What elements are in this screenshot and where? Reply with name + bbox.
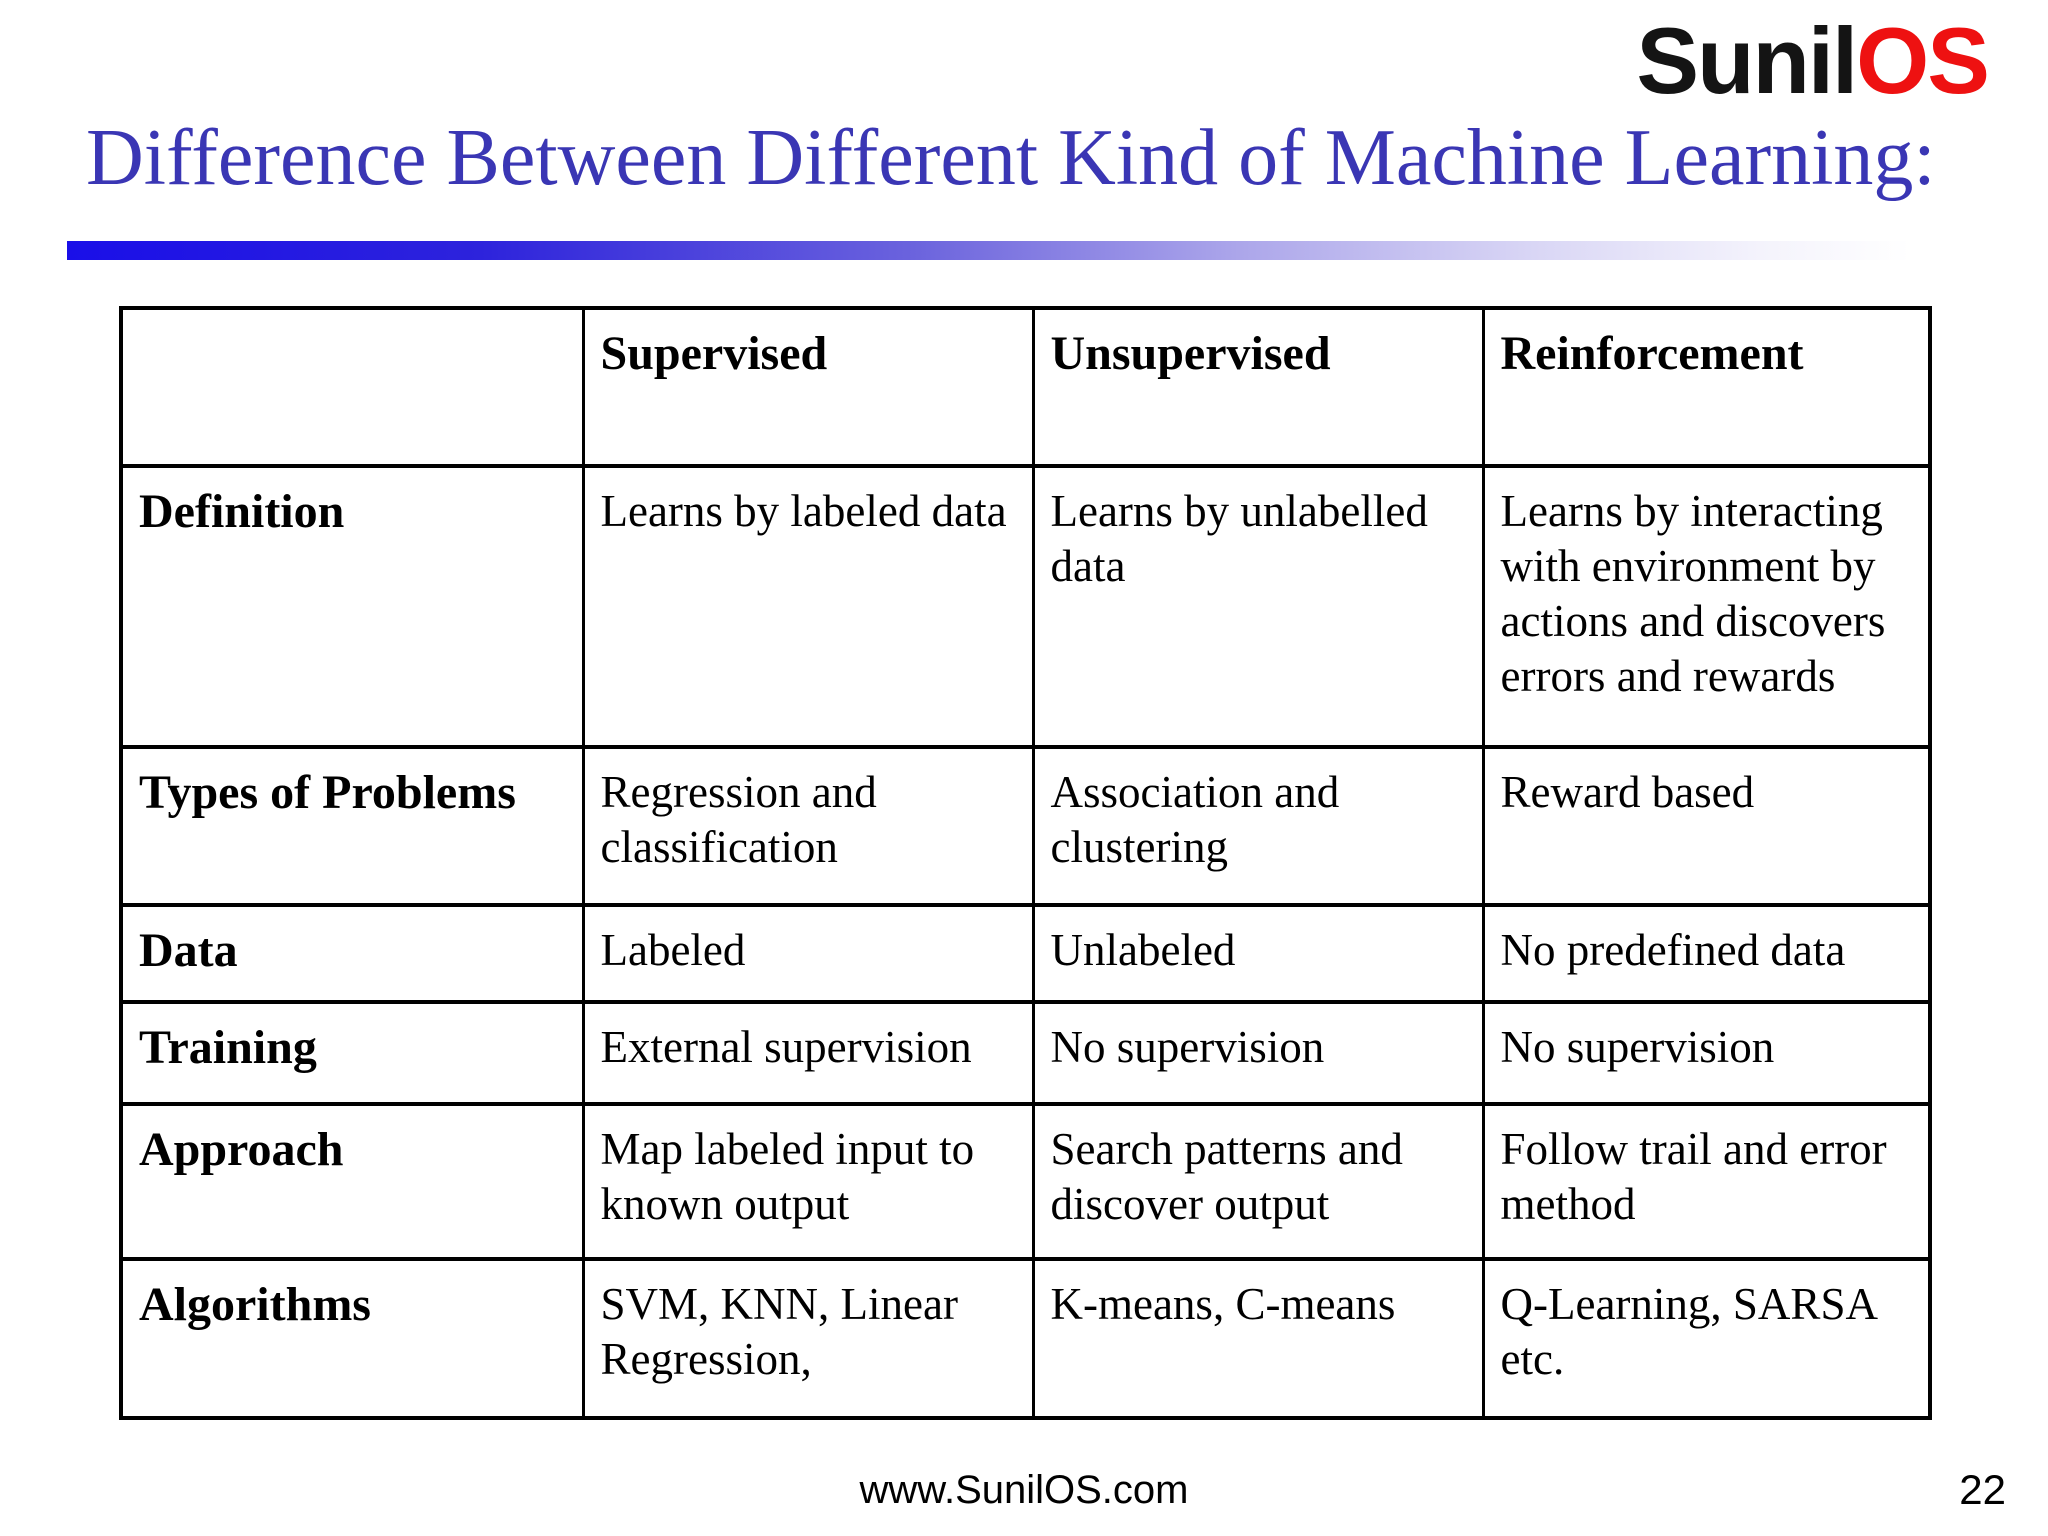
column-header-unsupervised: Unsupervised [1031, 306, 1485, 468]
title-underline-bar [67, 241, 1948, 260]
cell-data-reinforcement: No predefined data [1481, 903, 1932, 1004]
table-row-data: Data Labeled Unlabeled No predefined dat… [119, 903, 1932, 1004]
column-header-supervised: Supervised [581, 306, 1035, 468]
row-label-training: Training [119, 1000, 585, 1106]
logo-text-sunil: Sunil [1636, 8, 1858, 113]
cell-approach-supervised: Map labeled input to known output [581, 1102, 1035, 1261]
table-row-approach: Approach Map labeled input to known outp… [119, 1102, 1932, 1261]
table-row-types-of-problems: Types of Problems Regression and classif… [119, 745, 1932, 907]
cell-types-unsupervised: Association and clustering [1031, 745, 1485, 907]
cell-algorithms-unsupervised: K-means, C-means [1031, 1257, 1485, 1420]
page-number: 22 [1959, 1466, 2006, 1513]
table-row-definition: Definition Learns by labeled data Learns… [119, 464, 1932, 749]
comparison-table: Supervised Unsupervised Reinforcement De… [119, 306, 1932, 1420]
cell-definition-reinforcement: Learns by interacting with environment b… [1481, 464, 1932, 749]
cell-data-unsupervised: Unlabeled [1031, 903, 1485, 1004]
footer-website: www.SunilOS.com [859, 1468, 1189, 1512]
cell-training-supervised: External supervision [581, 1000, 1035, 1106]
cell-definition-unsupervised: Learns by unlabelled data [1031, 464, 1485, 749]
row-label-algorithms: Algorithms [119, 1257, 585, 1420]
row-label-approach: Approach [119, 1102, 585, 1261]
table-row-algorithms: Algorithms SVM, KNN, Linear Regression, … [119, 1257, 1932, 1420]
row-label-data: Data [119, 903, 585, 1004]
row-label-definition: Definition [119, 464, 585, 749]
table-header-row: Supervised Unsupervised Reinforcement [119, 306, 1932, 468]
table-row-training: Training External supervision No supervi… [119, 1000, 1932, 1106]
cell-approach-reinforcement: Follow trail and error method [1481, 1102, 1932, 1261]
cell-training-reinforcement: No supervision [1481, 1000, 1932, 1106]
cell-data-supervised: Labeled [581, 903, 1035, 1004]
cell-definition-supervised: Learns by labeled data [581, 464, 1035, 749]
cell-training-unsupervised: No supervision [1031, 1000, 1485, 1106]
column-header-reinforcement: Reinforcement [1481, 306, 1932, 468]
slide-title: Difference Between Different Kind of Mac… [86, 114, 1936, 202]
cell-approach-unsupervised: Search patterns and discover output [1031, 1102, 1485, 1261]
cell-types-reinforcement: Reward based [1481, 745, 1932, 907]
cell-types-supervised: Regression and classification [581, 745, 1035, 907]
cell-algorithms-supervised: SVM, KNN, Linear Regression, [581, 1257, 1035, 1420]
table-corner-cell [119, 306, 585, 468]
sunilos-logo: SunilOS [1636, 11, 1990, 111]
cell-algorithms-reinforcement: Q-Learning, SARSA etc. [1481, 1257, 1932, 1420]
row-label-types-of-problems: Types of Problems [119, 745, 585, 907]
logo-text-os: OS [1856, 8, 1990, 113]
